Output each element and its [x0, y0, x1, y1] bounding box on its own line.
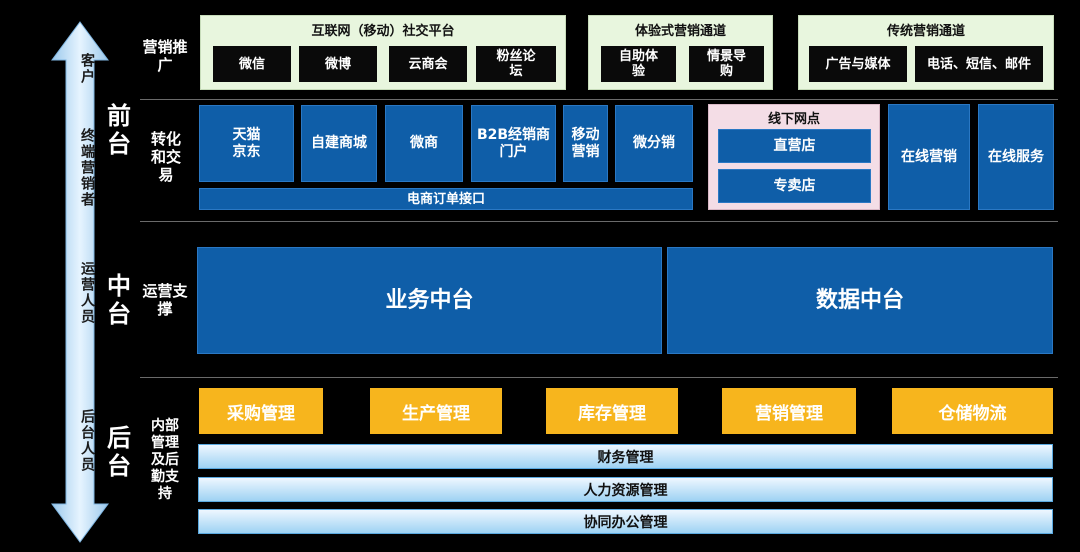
channel-mobile-marketing: 移动营销 [563, 105, 608, 182]
outlet-direct-store: 直营店 [718, 129, 871, 163]
bar-hr: 人力资源管理 [198, 477, 1053, 502]
business-middle-platform: 业务中台 [197, 247, 662, 354]
axis-label-terminal-marketer: 终端营销者 [79, 128, 95, 208]
divider [140, 377, 1058, 378]
bar-finance: 财务管理 [198, 444, 1053, 469]
channel-weibo: 微博 [299, 46, 377, 82]
channel-fan-forum: 粉丝论坛 [476, 46, 556, 82]
panel-traditional: 传统营销通道 广告与媒体 电话、短信、邮件 [798, 15, 1054, 90]
module-marketing: 营销管理 [722, 388, 856, 434]
tier-front: 前台 [102, 103, 131, 159]
panel-offline-outlets: 线下网点 直营店 专卖店 [708, 104, 880, 210]
channel-wechat: 微信 [213, 46, 291, 82]
channel-scenario-guide: 情景导购 [689, 46, 764, 82]
channel-ads-media: 广告与媒体 [809, 46, 907, 82]
axis-label-backoffice: 后台人员 [79, 409, 95, 473]
channel-online-marketing: 在线营销 [888, 104, 970, 210]
module-production: 生产管理 [370, 388, 502, 434]
row-label-operations: 运营支撑 [142, 282, 188, 318]
channel-phone-sms-email: 电话、短信、邮件 [915, 46, 1043, 82]
panel-experiential: 体验式营销通道 自助体验 情景导购 [588, 15, 773, 90]
row-label-support: 内部管理及后勤支持 [151, 418, 179, 502]
channel-online-service: 在线服务 [978, 104, 1054, 210]
channel-tmall-jd: 天猫京东 [199, 105, 294, 182]
module-inventory: 库存管理 [546, 388, 678, 434]
channel-micro-distribution: 微分销 [615, 105, 693, 182]
panel-internet-social: 互联网（移动）社交平台 微信 微博 云商会 粉丝论坛 [200, 15, 566, 90]
panel-title: 互联网（移动）社交平台 [311, 24, 455, 39]
bar-office-collab: 协同办公管理 [198, 509, 1053, 534]
tier-middle: 中台 [102, 273, 131, 329]
panel-title: 体验式营销通道 [634, 24, 726, 39]
module-procurement: 采购管理 [199, 388, 323, 434]
axis-label-operators: 运营人员 [79, 261, 95, 325]
divider [140, 99, 1058, 100]
channel-yunshanghui: 云商会 [389, 46, 467, 82]
channel-own-mall: 自建商城 [301, 105, 377, 182]
tier-back: 后台 [102, 425, 131, 481]
module-warehouse-logistics: 仓储物流 [892, 388, 1053, 434]
outlet-franchise-store: 专卖店 [718, 169, 871, 203]
order-interface-bar: 电商订单接口 [199, 188, 693, 210]
double-arrow-icon [51, 21, 109, 543]
channel-wechat-business: 微商 [385, 105, 463, 182]
panel-title: 线下网点 [767, 112, 820, 127]
axis-label-customer: 客户 [79, 53, 95, 85]
channel-self-experience: 自助体验 [601, 46, 676, 82]
row-label-marketing: 营销推广 [142, 38, 188, 74]
channel-b2b-portal: B2B经销商门户 [471, 105, 556, 182]
row-label-transaction: 转化和交易 [150, 130, 181, 184]
panel-title: 传统营销通道 [886, 24, 965, 39]
data-middle-platform: 数据中台 [667, 247, 1053, 354]
divider [140, 221, 1058, 222]
